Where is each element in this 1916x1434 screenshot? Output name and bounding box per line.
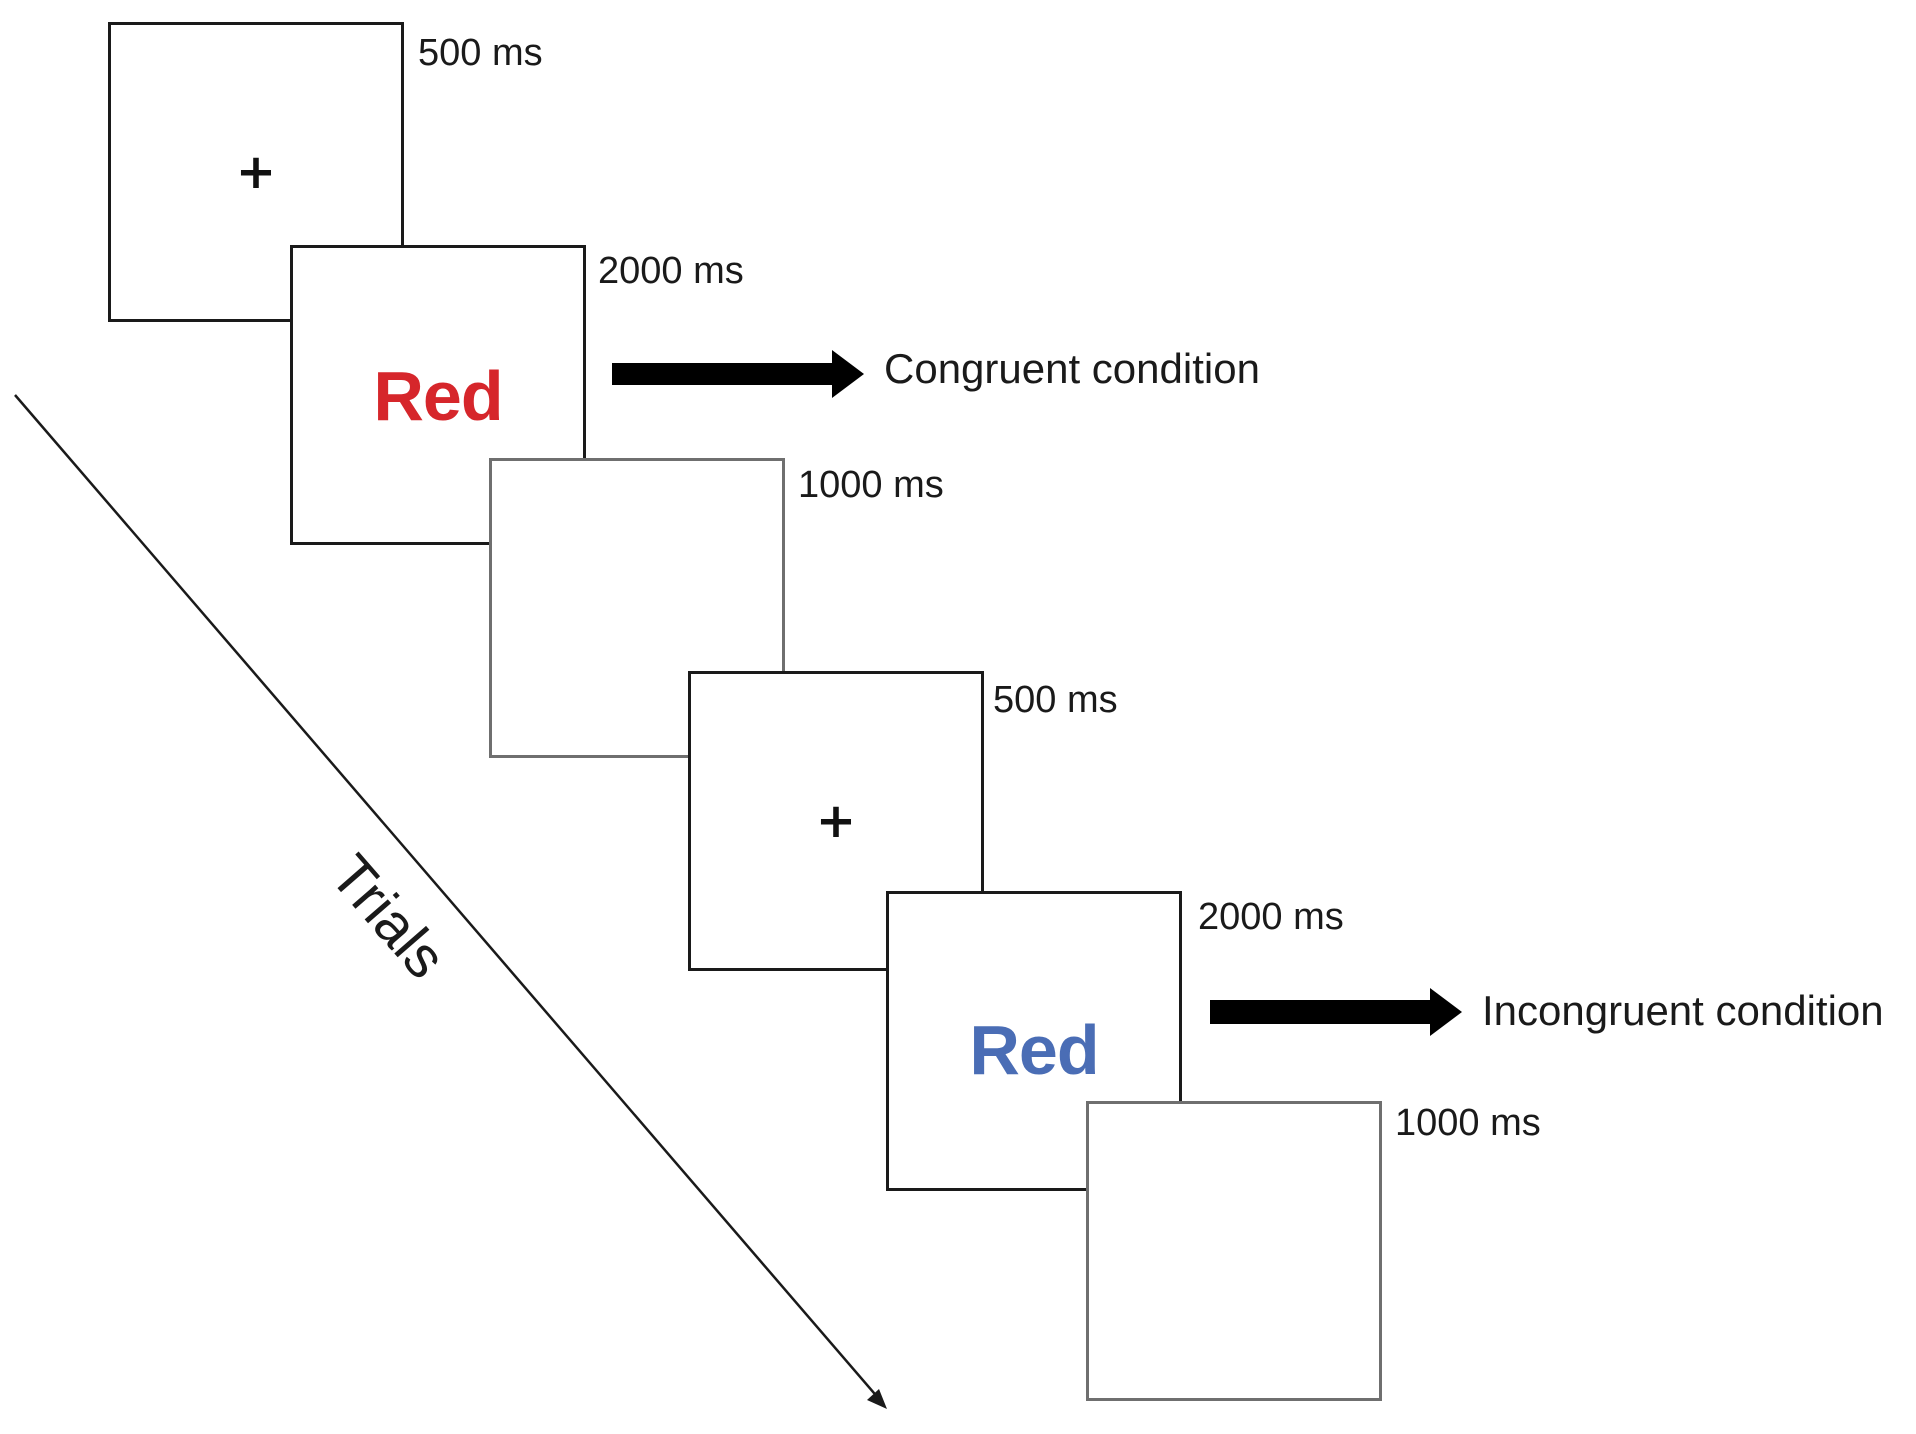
trial-2-stimulus-screen: Red xyxy=(886,891,1182,1191)
trial-2-blank-screen xyxy=(1086,1101,1382,1401)
trial-2-fixation-duration: 500 ms xyxy=(993,679,1118,721)
trial-2-fixation-cross: + xyxy=(815,793,857,849)
trials-axis-arrowhead xyxy=(867,1389,887,1409)
trial-2-stimulus-word: Red xyxy=(969,1011,1099,1089)
incongruent-condition-label: Incongruent condition xyxy=(1482,987,1884,1034)
trial-2-stimulus-duration: 2000 ms xyxy=(1198,896,1344,938)
trial-1-stimulus-word: Red xyxy=(373,357,503,435)
trial-1-fixation-cross: + xyxy=(235,144,277,200)
trial-1-stimulus-duration: 2000 ms xyxy=(598,250,744,292)
trial-1-fixation-duration: 500 ms xyxy=(418,32,543,74)
trials-axis-line xyxy=(14,394,881,1401)
trial-1-blank-duration: 1000 ms xyxy=(798,464,944,506)
congruent-condition-label: Congruent condition xyxy=(884,345,1260,392)
trial-2-blank-duration: 1000 ms xyxy=(1395,1102,1541,1144)
